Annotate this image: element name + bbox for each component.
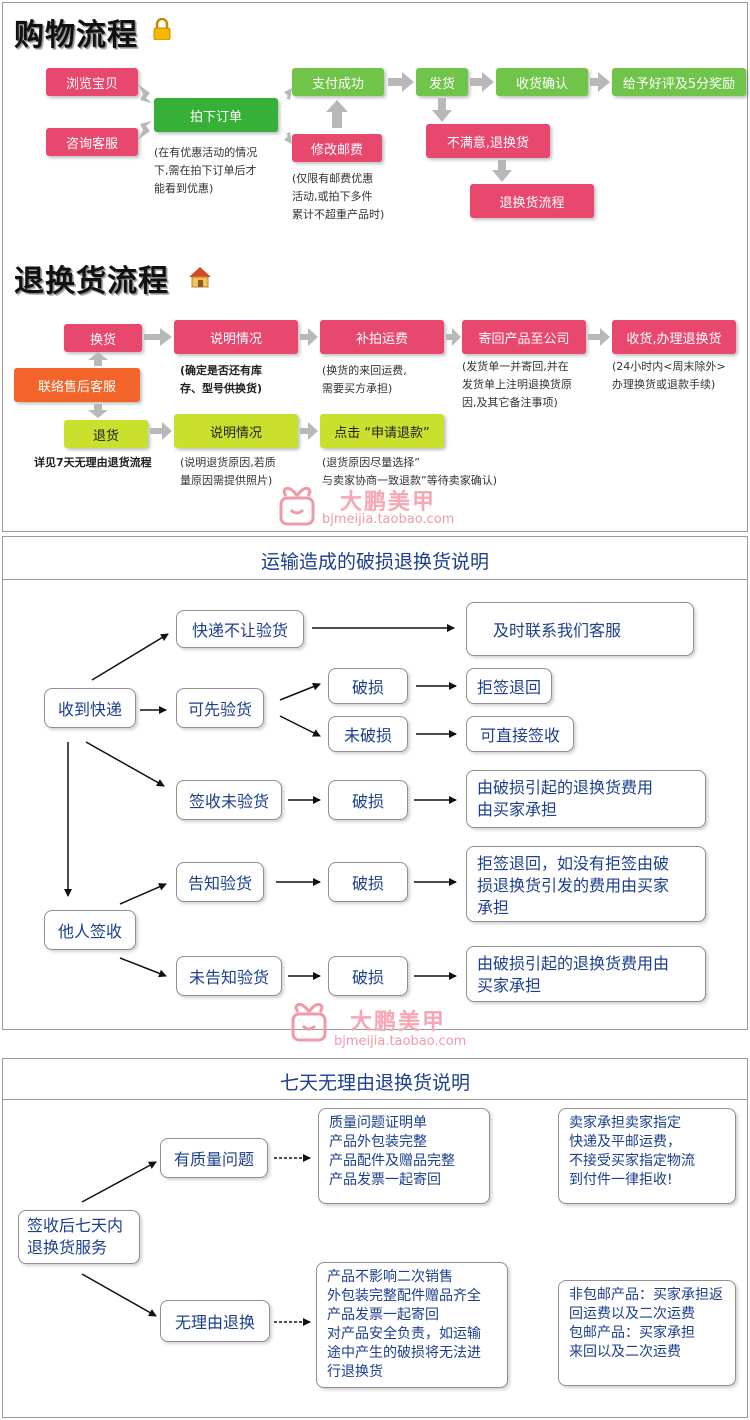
arrow-other-nottold [119, 957, 167, 978]
can-inspect-box: 可先验货 [176, 688, 264, 728]
paid-node: 支付成功 [292, 68, 384, 96]
arrow-seven-quality [81, 1161, 157, 1203]
quality-side-box: 卖家承担卖家指定 快递及平邮运费， 不接受买家指定物流 到付件一律拒收! [558, 1108, 736, 1204]
arrow-exchange-explain [144, 328, 172, 346]
gift-logo-icon [288, 1000, 330, 1044]
buyer-pays-b-box: 由破损引起的退换货费用由 买家承担 [466, 946, 706, 1002]
no-reason-side-box: 非包邮产品：买家承担返 回运费以及二次运费 包邮产品：买家承担 来回以及二次运费 [558, 1280, 736, 1386]
damaged-a-box: 破损 [328, 668, 408, 704]
sendback-note: (发货单一并寄回,并在发货单上注明退换货原因,及其它备注事项) [462, 360, 572, 409]
reject-box: 拒签退回 [466, 668, 552, 704]
no-inspect-box: 快递不让验货 [176, 610, 304, 648]
lock-icon [152, 18, 172, 40]
explain2-node: 说明情况 [174, 414, 298, 448]
arrow-browse-order [138, 84, 152, 103]
arrow-parcel-noinspect [91, 633, 169, 681]
explain2-note: (说明退货原因,若质量原因需提供照片) [180, 456, 276, 487]
watermark-url: bjmeijia.taobao.com [334, 1034, 467, 1049]
repay-node: 补拍运费 [320, 320, 444, 354]
watermark-brand: 大鹏美甲 [350, 1010, 447, 1035]
no-reason-box: 无理由退换 [160, 1300, 270, 1342]
arrow-sendback-received [588, 328, 610, 346]
not-damaged-box: 未破损 [328, 716, 408, 752]
arrow-order-paid [278, 88, 292, 108]
arrow-consult-order [138, 121, 152, 140]
damaged-b-box: 破损 [328, 780, 408, 820]
arrow-explain-repay [300, 328, 318, 346]
arrow-contact-exchange [88, 352, 108, 366]
arrow-paid-ship [388, 72, 414, 92]
arrow-receive-praise [590, 72, 610, 92]
contact-cs-box: 及时联系我们客服 [466, 602, 694, 656]
exchange-node: 换货 [64, 324, 142, 352]
quality-list-box: 质量问题证明单 产品外包装完整 产品配件及赠品完整 产品发票一起寄回 [318, 1108, 490, 1204]
sign-direct-box: 可直接签收 [466, 716, 574, 752]
arrow-unhappy-process [492, 160, 512, 182]
explain1-node: 说明情况 [174, 320, 298, 354]
apply-note: (退货原因尽量选择”与卖家协商一致退款”等待卖家确认) [322, 456, 497, 487]
received-parcel-box: 收到快递 [44, 688, 136, 728]
receive-node: 收货确认 [496, 68, 588, 96]
arrow-caninspect-damaged [279, 682, 321, 701]
arrow-explain-apply [300, 422, 318, 440]
arrow-repay-sendback [446, 328, 461, 346]
consult-node: 咨询客服 [46, 128, 138, 156]
refund-node: 退货 [64, 420, 148, 448]
repay-note: (换货的来回运费,需要买方承担) [322, 364, 407, 395]
apply-node: 点击 “申请退款” [320, 414, 444, 448]
ship-node: 发货 [416, 68, 468, 96]
refund-note: 详见7天无理由退货流程 [34, 456, 152, 469]
buyer-pays-a-box: 由破损引起的退换货费用 由买家承担 [466, 770, 706, 828]
order-node: 拍下订单 [154, 98, 278, 132]
shopping-flow-heading: 购物流程 [14, 18, 138, 53]
house-icon [188, 266, 212, 288]
browse-node: 浏览宝贝 [46, 68, 138, 96]
arrow-caninspect-notdamaged [279, 715, 321, 737]
arrow-modify-paid [326, 100, 348, 128]
arrow-parcel-signed [85, 741, 165, 787]
arrow-contact-refund [88, 404, 108, 418]
unhappy-node: 不满意,退换货 [426, 124, 550, 158]
order-note: (在有优惠活动的情况下,需在拍下订单后才能看到优惠) [154, 146, 258, 195]
not-told-box: 未告知验货 [176, 956, 282, 996]
explain1-note: (确定是否还有库存、型号供换货) [180, 364, 263, 395]
praise-node: 给予好评及5分奖励 [612, 68, 746, 96]
watermark-brand: 大鹏美甲 [340, 490, 437, 515]
gift-logo-icon [276, 484, 318, 528]
other-signed-box: 他人签收 [44, 910, 136, 950]
no-reason-list-box: 产品不影响二次销售 外包装完整配件赠品齐全 产品发票一起寄回 对产品安全负责，如… [316, 1262, 508, 1388]
damaged-d-box: 破损 [328, 956, 408, 996]
arrow-other-told [119, 883, 167, 905]
damaged-c-box: 破损 [328, 862, 408, 902]
return-flow-heading: 退换货流程 [14, 264, 169, 299]
modify-node: 修改邮费 [292, 134, 382, 162]
arrow-order-modify [278, 124, 292, 144]
quality-box: 有质量问题 [160, 1138, 268, 1178]
damage-title: 运输造成的破损退换货说明 [260, 551, 489, 573]
received-note: (24小时内<周末除外>办理换货或退款手续) [612, 360, 726, 391]
seven-day-title: 七天无理由退换货说明 [279, 1072, 470, 1094]
contact-node: 联络售后客服 [14, 368, 140, 402]
arrow-ship-receive [470, 72, 494, 92]
received-node: 收货,办理退换货 [612, 320, 736, 354]
signed-uninspected-box: 签收未验货 [176, 780, 282, 820]
told-inspect-box: 告知验货 [176, 862, 264, 902]
sendback-node: 寄回产品至公司 [462, 320, 586, 354]
process-node: 退换货流程 [470, 184, 594, 218]
watermark-url: bjmeijia.taobao.com [322, 512, 455, 527]
arrow-seven-noreason [81, 1273, 157, 1317]
arrow-refund-explain [150, 422, 172, 440]
modify-note: (仅限有邮费优惠活动,或拍下多件累计不超重产品时) [292, 172, 385, 221]
arrow-ship-unhappy [432, 98, 452, 122]
reject-note-box: 拒签退回，如没有拒签由破 损退换货引发的费用由买家 承担 [466, 846, 706, 922]
seven-days-box: 签收后七天内 退换货服务 [18, 1210, 140, 1264]
